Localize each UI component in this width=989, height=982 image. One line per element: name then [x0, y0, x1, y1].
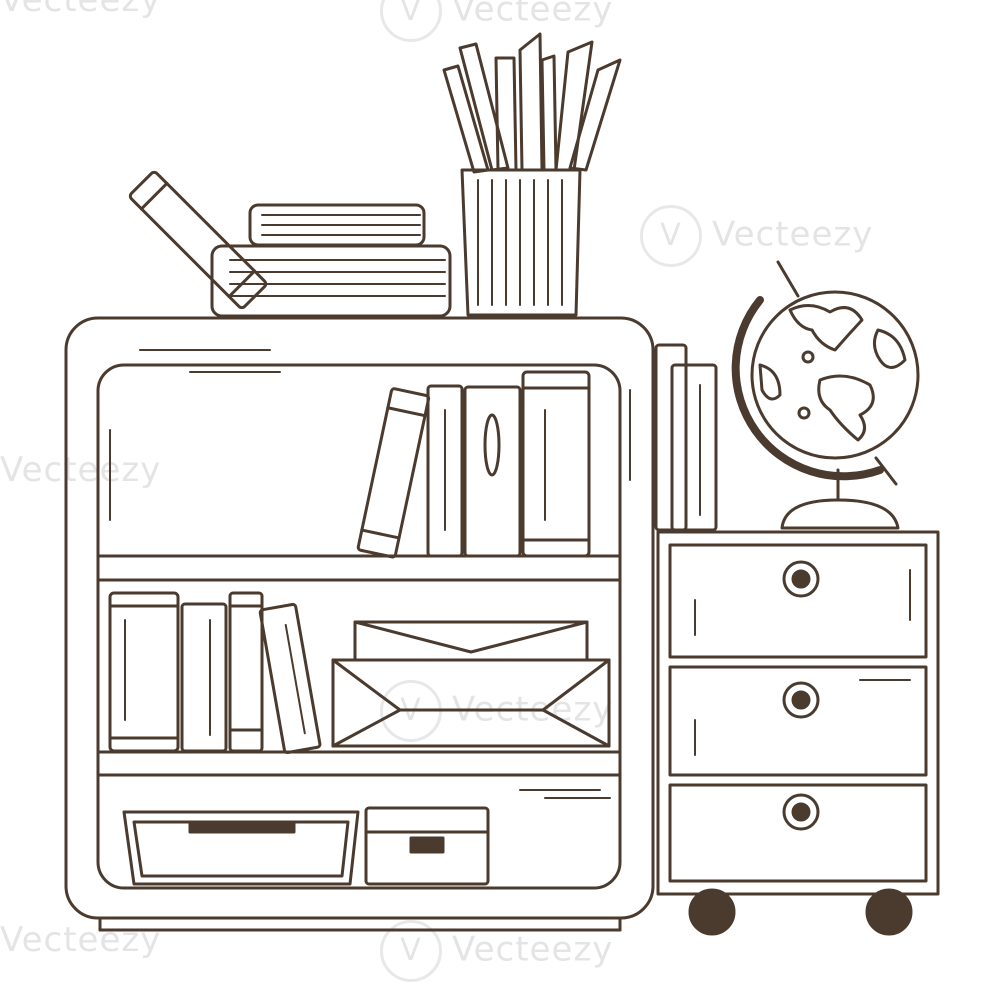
book: [426, 384, 464, 558]
continent: [788, 304, 864, 352]
box-handle: [409, 836, 445, 854]
watermark-bottom-left: Vecteezy: [0, 920, 162, 960]
storage-tray: [122, 810, 360, 886]
book-leaning: [356, 387, 431, 559]
globe-base: [780, 498, 900, 530]
storage-box: [364, 806, 490, 886]
wheel: [865, 888, 913, 936]
drawer-knob: [782, 681, 820, 719]
wheel: [688, 888, 736, 936]
bookshelf-inner: [96, 363, 622, 890]
envelope-back: [353, 620, 589, 662]
envelope-front: [331, 658, 611, 748]
cup: [460, 168, 582, 317]
book-stack-top: [248, 203, 426, 247]
pencil: [458, 42, 510, 172]
drawer-2: [668, 665, 928, 777]
book: [463, 385, 522, 558]
drawer-1: [668, 543, 928, 659]
watermark-top-left: Vecteezy: [0, 0, 162, 20]
book: [654, 343, 688, 532]
drawer-knob: [782, 793, 820, 831]
tray-handle: [188, 820, 296, 834]
book-tilted: [258, 602, 322, 755]
pencil: [540, 54, 558, 172]
book: [521, 370, 591, 558]
top-shelf-books: [356, 370, 591, 559]
drawer-cabinet: [656, 530, 940, 936]
bookshelf-frame: [64, 316, 655, 920]
side-books: [654, 343, 718, 532]
globe: [731, 260, 920, 530]
pencil: [442, 64, 490, 174]
cabinet-frame: [656, 530, 940, 896]
watermark-mid-left: Vecteezy: [0, 450, 162, 490]
continent: [817, 374, 875, 442]
book: [228, 591, 264, 753]
book: [670, 363, 718, 532]
drawer-knob: [782, 560, 820, 598]
pencil: [494, 56, 518, 172]
watermark-logo-icon: V: [640, 205, 702, 267]
pencil: [518, 32, 544, 172]
globe-sphere: [750, 290, 920, 460]
pencil: [568, 58, 622, 172]
continent: [873, 328, 907, 369]
bottom-shelf-boxes: [122, 806, 490, 886]
book-leaning-top: [128, 170, 268, 310]
envelopes: [331, 620, 611, 748]
pencil-cup: [442, 32, 622, 317]
globe-meridian: [731, 296, 884, 481]
continent: [758, 363, 782, 401]
drawer-3: [668, 783, 928, 883]
books-on-top: [128, 170, 452, 318]
middle-shelf-books: [108, 591, 322, 755]
book: [108, 591, 180, 753]
book: [180, 602, 228, 753]
